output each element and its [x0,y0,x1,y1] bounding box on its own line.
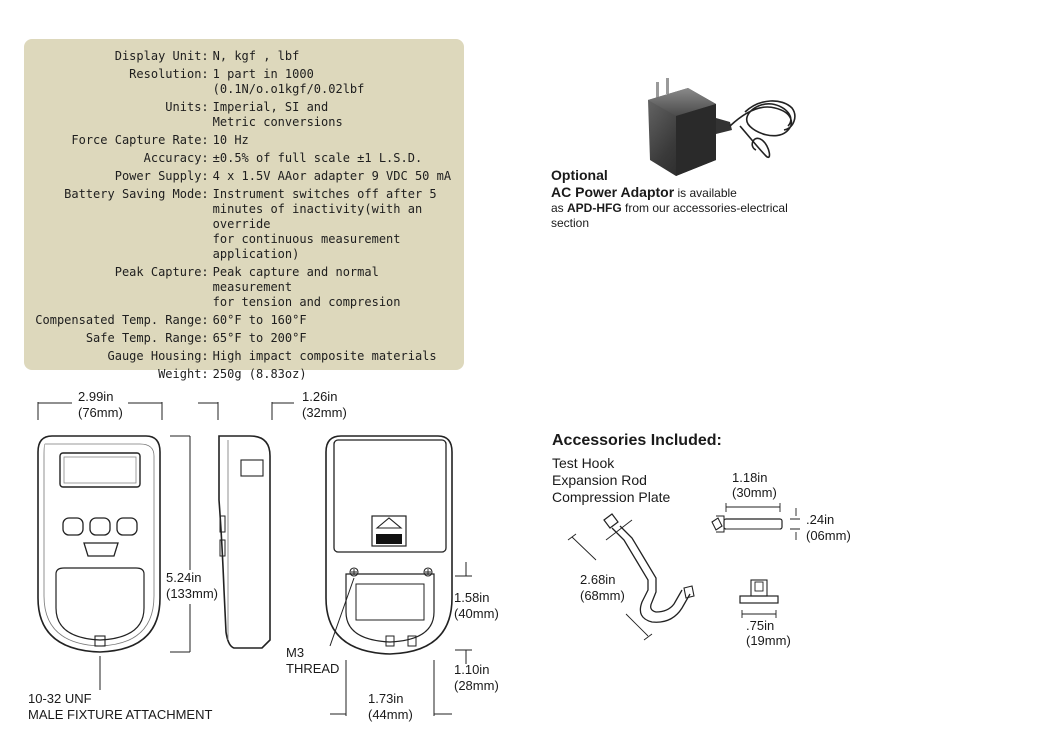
accessory-item-expansion-rod: Expansion Rod [552,472,647,488]
spec-label: Battery Saving Mode: [64,187,209,201]
dim-width-mm: (76mm) [78,405,123,420]
spec-value: 60°F to 160°F [212,313,307,327]
adaptor-section: section [551,216,590,230]
spec-value: Instrument switches off after 5 minutes … [212,187,437,261]
spec-label: Peak Capture: [114,265,209,279]
spec-row-display-unit: Display Unit: N, kgf , lbf [24,49,456,67]
adaptor-title-line: AC Power Adaptor is available [551,184,841,201]
thread-label-2: THREAD [286,661,339,676]
spec-row-gauge-housing: Gauge Housing: High impact composite mat… [24,349,456,367]
accessory-item-compression-plate: Compression Plate [552,489,671,505]
spec-value: Imperial, SI and Metric conversions [212,100,343,129]
spec-row-safe-temp: Safe Temp. Range: 65°F to 200°F [24,331,456,349]
spec-label: Gauge Housing: [107,349,209,363]
spec-label: Compensated Temp. Range: [35,313,209,327]
accessory-item-test-hook: Test Hook [552,455,615,471]
adaptor-code-line: as APD-HFG from our accessories-electric… [551,201,788,215]
spec-row-capture-rate: Force Capture Rate: 10 Hz [24,133,456,151]
spec-row-battery-saving: Battery Saving Mode: Instrument switches… [24,187,456,265]
spec-label: Power Supply: [114,169,209,183]
gauge-back-view [325,435,453,655]
adaptor-caption: Optional AC Power Adaptor is available a… [551,167,841,231]
spec-value: 10 Hz [212,133,249,147]
adaptor-code: APD-HFG [567,201,622,215]
spec-label: Resolution: [129,67,209,81]
dim-width-in: 2.99in [78,389,113,404]
spec-row-compensated-temp: Compensated Temp. Range: 60°F to 160°F [24,313,456,331]
dim-back-mm: (40mm) [454,606,499,621]
spec-label: Units: [165,100,209,114]
spec-value: Peak capture and normal measurement for … [212,265,401,309]
spec-row-weight: Weight: 250g (8.83oz) [24,367,456,385]
dim-depth-mm: (32mm) [302,405,347,420]
thread-label-1: M3 [286,645,304,660]
dim-base-mm: (44mm) [368,707,413,722]
adaptor-optional-label: Optional [551,167,608,183]
accessories-title: Accessories Included: [552,432,722,449]
spec-row-peak-capture: Peak Capture: Peak capture and normal me… [24,265,456,313]
spec-label: Display Unit: [114,49,209,63]
spec-label: Accuracy: [143,151,209,165]
spec-label: Safe Temp. Range: [85,331,209,345]
spec-panel: Display Unit: N, kgf , lbf Resolution: 1… [24,39,464,381]
dim-depth-in: 1.26in [302,389,337,404]
adaptor-title: AC Power Adaptor [551,184,675,200]
spec-value: 1 part in 1000 (0.1N/o.o1kgf/0.02lbf [212,67,365,96]
spec-row-accuracy: Accuracy: ±0.5% of full scale ±1 L.S.D. [24,151,456,169]
spec-label: Force Capture Rate: [71,133,209,147]
accessories-list: Test Hook Expansion Rod Compression Plat… [552,455,670,506]
dim-height-in: 5.24in [166,570,201,585]
spec-table: Display Unit: N, kgf , lbf Resolution: 1… [24,49,456,385]
dim-bottom-mm: (28mm) [454,678,499,693]
spec-value: High impact composite materials [212,349,437,363]
dim-bottom-in: 1.10in [454,662,489,677]
adaptor-available: is available [674,186,737,200]
spec-value: N, kgf , lbf [212,49,300,63]
dim-back-in: 1.58in [454,590,489,605]
spec-value: ±0.5% of full scale ±1 L.S.D. [212,151,423,165]
fixture-label-1: 10-32 UNF [28,691,92,706]
spec-table-body: Display Unit: N, kgf , lbf Resolution: 1… [24,49,456,385]
spec-row-power-supply: Power Supply: 4 x 1.5V AAor adapter 9 VD… [24,169,456,187]
dim-height-mm: (133mm) [166,586,218,601]
spec-row-resolution: Resolution: 1 part in 1000 (0.1N/o.o1kgf… [24,67,456,100]
spec-value: 4 x 1.5V AAor adapter 9 VDC 50 mA [212,169,452,183]
spec-value: 65°F to 200°F [212,331,307,345]
spec-value: 250g (8.83oz) [212,367,307,381]
dim-base-in: 1.73in [368,691,403,706]
gauge-front-view [37,435,161,653]
gauge-side-view [218,435,271,649]
spec-label: Weight: [158,367,209,381]
dimension-lines [37,402,472,716]
spec-row-units: Units: Imperial, SI and Metric conversio… [24,100,456,133]
fixture-label-2: MALE FIXTURE ATTACHMENT [28,707,212,722]
